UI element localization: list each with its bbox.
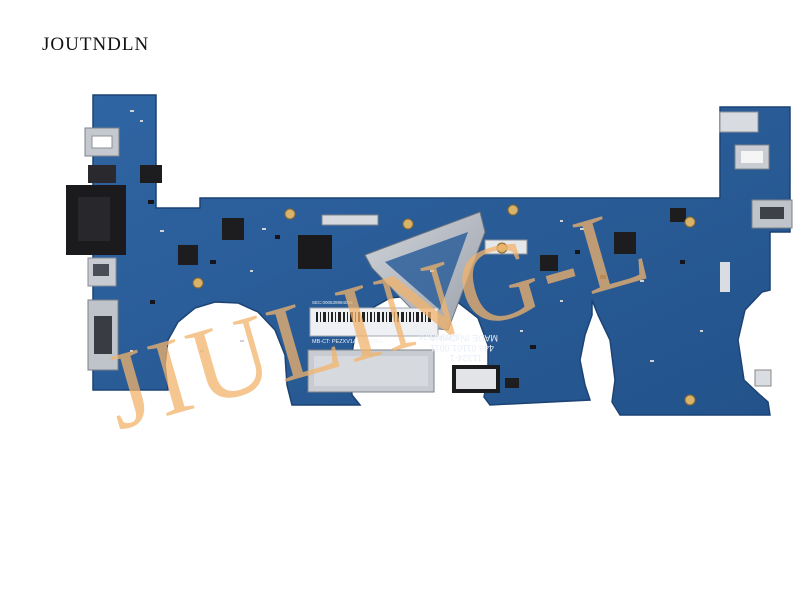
screw-hole (507, 204, 519, 216)
screw-hole (684, 394, 696, 406)
chip (670, 208, 686, 222)
side-button (754, 369, 772, 387)
card-reader (719, 111, 759, 133)
silkscreen-text: 11324-1 (450, 353, 482, 363)
screw-hole (192, 277, 204, 289)
chip (222, 218, 244, 240)
label-line: SEC:000539984063 (312, 300, 353, 305)
chip (178, 245, 198, 265)
chip (140, 165, 162, 183)
screw-hole (402, 218, 414, 230)
barcode (316, 312, 431, 322)
silkscreen-text: MADE IN CHINA (430, 333, 498, 343)
silkscreen-text: 448.01101.0011 (430, 343, 494, 353)
usb-port-right-1 (734, 144, 770, 170)
chip (540, 255, 558, 271)
pcb-code: 6050A2628 (419, 332, 460, 341)
chip (505, 378, 519, 388)
smd-components-dark (148, 200, 685, 349)
smd-components (130, 110, 703, 362)
screw-hole (684, 216, 696, 228)
chip (614, 232, 636, 254)
screw-hole (496, 242, 508, 254)
label-line: MB-CT: PEZXV1AWRBP0KX (312, 339, 384, 345)
brand-title: JOUTNDLN (42, 34, 150, 55)
connector-strip (321, 214, 379, 226)
connector-strip (720, 262, 730, 292)
audio-jack (88, 165, 116, 183)
screw-hole (284, 208, 296, 220)
chip (298, 235, 332, 269)
